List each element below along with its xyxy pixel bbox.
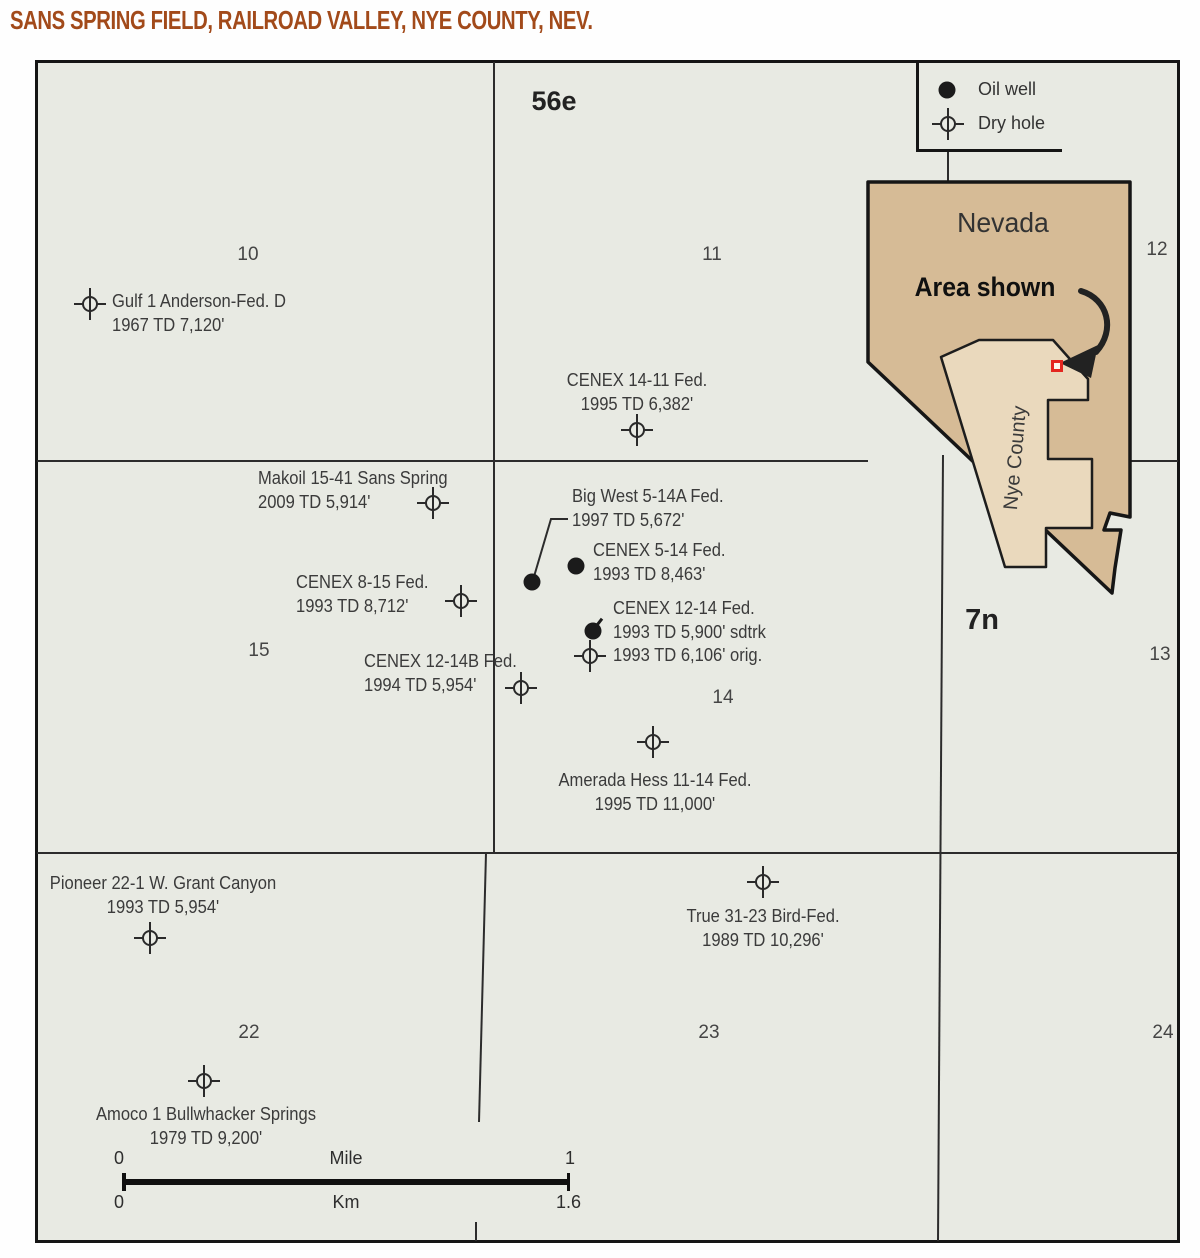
range-label-56e: 56e: [531, 86, 577, 116]
well-td: 1993 TD 8,463': [593, 563, 706, 584]
scale-mile-label: Mile: [329, 1148, 363, 1168]
map-title: SANS SPRING FIELD, RAILROAD VALLEY, NYE …: [10, 5, 593, 35]
well-name: CENEX 12-14 Fed.: [613, 598, 755, 618]
well-td: 1995 TD 11,000': [594, 793, 716, 814]
well-label-cenex-8-15: CENEX 8-15 Fed. 1993 TD 8,712': [296, 571, 429, 618]
township-label-7n: 7n: [965, 604, 999, 636]
scale-km-label: Km: [332, 1192, 360, 1212]
well-td: 1993 TD 8,712': [296, 595, 409, 616]
well-name: CENEX 12-14B Fed.: [364, 651, 517, 671]
well-label-amerada-hess-11-14: Amerada Hess 11-14 Fed. 1995 TD 11,000': [559, 769, 752, 816]
well-name: CENEX 5-14 Fed.: [593, 540, 726, 560]
scale-mile-one: 1: [565, 1148, 576, 1168]
well-label-cenex-14-11: CENEX 14-11 Fed. 1995 TD 6,382': [567, 369, 708, 416]
dry-hole-symbol-amerada-hess-11-14: [637, 726, 669, 758]
well-label-makoil-15-41: Makoil 15-41 Sans Spring 2009 TD 5,914': [258, 467, 448, 514]
area-location-marker: [1051, 360, 1063, 372]
scale-mile-zero: 0: [114, 1148, 125, 1168]
oil-well-symbol-cenex-5-14: [567, 557, 585, 575]
dry-hole-symbol-cenex-12-14b: [505, 672, 537, 704]
well-name: Makoil 15-41 Sans Spring: [258, 468, 448, 488]
area-shown-label: Area shown: [914, 272, 1056, 302]
legend: [916, 63, 1062, 152]
dry-hole-symbol-makoil-15-41: [417, 487, 449, 519]
well-td: 1993 TD 5,900' sdtrk: [613, 621, 766, 642]
well-name: Amoco 1 Bullwhacker Springs: [96, 1104, 316, 1124]
well-td: 1979 TD 9,200': [149, 1127, 263, 1148]
well-label-pioneer-22-1: Pioneer 22-1 W. Grant Canyon 1993 TD 5,9…: [50, 872, 276, 919]
section-number-11: 11: [702, 244, 722, 265]
section-number-14: 14: [712, 687, 734, 708]
section-number-12: 12: [1146, 239, 1168, 260]
well-name: Big West 5-14A Fed.: [572, 486, 724, 506]
well-label-cenex-5-14: CENEX 5-14 Fed. 1993 TD 8,463': [593, 539, 726, 586]
well-td: 1993 TD 6,106' orig.: [613, 645, 763, 665]
well-td: 1997 TD 5,672': [572, 509, 685, 530]
legend-oil-well-label: Oil well: [978, 79, 1037, 99]
dry-hole-symbol-amoco-1: [188, 1065, 220, 1097]
dry-hole-legend-icon: [932, 108, 964, 140]
nevada-label: Nevada: [957, 207, 1049, 238]
oil-well-symbol-cenex-12-14: [584, 622, 602, 640]
section-number-15: 15: [248, 640, 270, 661]
well-td: 2009 TD 5,914': [258, 491, 371, 512]
well-label-cenex-12-14: CENEX 12-14 Fed. 1993 TD 5,900' sdtrk 19…: [613, 597, 766, 668]
well-label-true-31-23: True 31-23 Bird-Fed. 1989 TD 10,296': [686, 905, 839, 952]
scale-km-zero: 0: [114, 1192, 125, 1212]
section-number-13: 13: [1149, 644, 1171, 665]
well-td: 1994 TD 5,954': [364, 674, 477, 695]
well-label-big-west-5-14a: Big West 5-14A Fed. 1997 TD 5,672': [572, 485, 724, 532]
well-label-amoco-1: Amoco 1 Bullwhacker Springs 1979 TD 9,20…: [96, 1103, 316, 1150]
dry-hole-symbol-cenex-8-15: [445, 585, 477, 617]
section-number-23: 23: [698, 1022, 720, 1043]
well-name: Pioneer 22-1 W. Grant Canyon: [49, 873, 277, 893]
scale-km-end: 1.6: [556, 1192, 582, 1212]
section-number-22: 22: [238, 1022, 260, 1043]
well-td: 1967 TD 7,120': [112, 314, 225, 335]
well-td: 1995 TD 6,382': [580, 393, 694, 414]
well-td: 1993 TD 5,954': [106, 896, 220, 917]
oil-well-symbol-big-west-5-14a: [523, 573, 541, 591]
dry-hole-symbol-cenex-12-14-orig: [574, 640, 606, 672]
well-label-cenex-12-14b: CENEX 12-14B Fed. 1994 TD 5,954': [364, 650, 517, 697]
legend-dry-hole-label: Dry hole: [978, 113, 1046, 133]
dry-hole-symbol-cenex-14-11: [621, 414, 653, 446]
dry-hole-symbol-true-31-23: [747, 866, 779, 898]
dry-hole-symbol-gulf-1: [74, 288, 106, 320]
well-name: Amerada Hess 11-14 Fed.: [558, 770, 752, 790]
section-number-10: 10: [237, 244, 259, 265]
well-td: 1989 TD 10,296': [702, 929, 824, 950]
well-label-gulf-1: Gulf 1 Anderson-Fed. D 1967 TD 7,120': [112, 290, 286, 337]
well-name: Gulf 1 Anderson-Fed. D: [112, 291, 286, 311]
well-name: CENEX 8-15 Fed.: [296, 572, 429, 592]
section-number-24: 24: [1152, 1022, 1174, 1043]
well-name: CENEX 14-11 Fed.: [566, 370, 708, 390]
dry-hole-symbol-pioneer-22-1: [134, 922, 166, 954]
well-name: True 31-23 Bird-Fed.: [686, 906, 840, 926]
oil-well-legend-icon: [938, 81, 956, 99]
scale-bar: [122, 1173, 570, 1191]
